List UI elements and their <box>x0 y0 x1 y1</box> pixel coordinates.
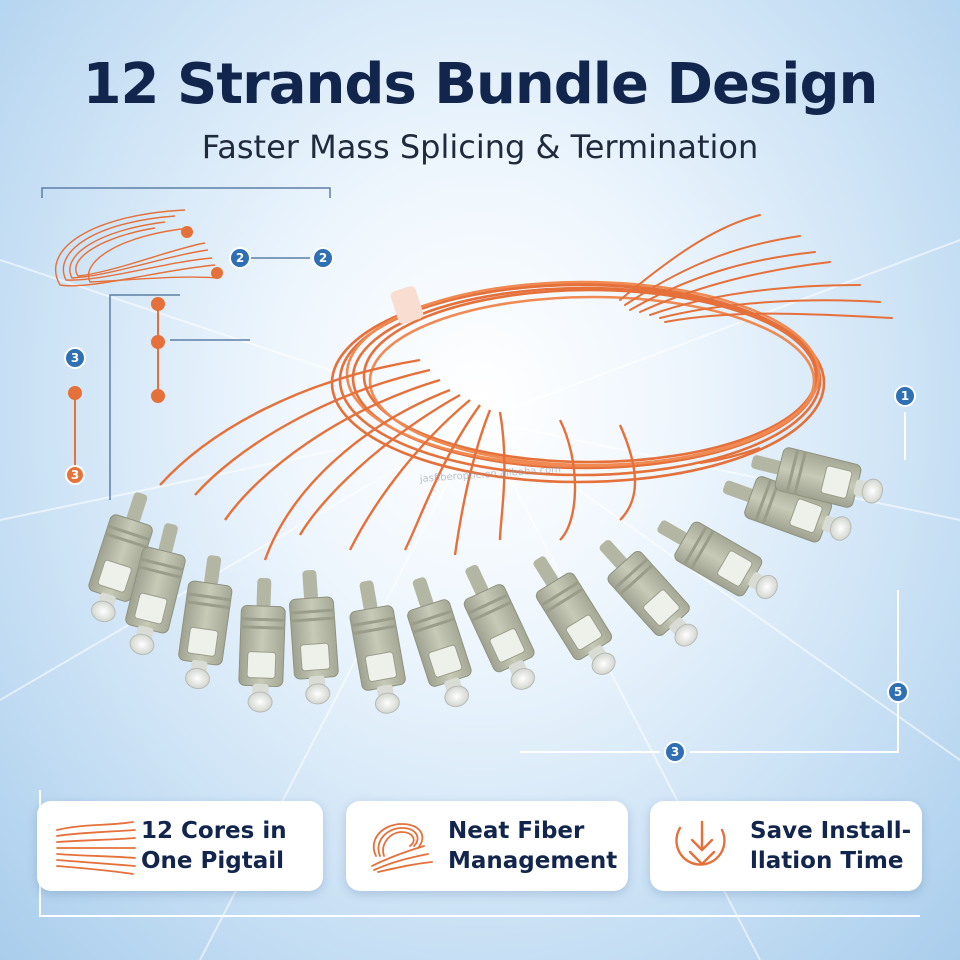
svg-text:3: 3 <box>671 745 679 759</box>
right-schematic-lines <box>520 412 906 753</box>
connector-7 <box>396 571 482 714</box>
fiber-leads <box>159 358 761 561</box>
marker-3a: 3 <box>64 347 86 369</box>
svg-text:3: 3 <box>71 468 79 482</box>
marker-2a: 2 <box>229 247 251 269</box>
sc-connectors <box>78 439 888 718</box>
feature-label-management: Neat Fiber Management <box>448 818 618 874</box>
marker-3c: 3 <box>664 741 686 763</box>
fiber-strands-icon <box>56 821 136 875</box>
connector-3 <box>173 552 238 692</box>
svg-text:1: 1 <box>901 389 909 403</box>
connector-6 <box>343 576 412 718</box>
marker-2b: 2 <box>312 247 334 269</box>
feature-card-management: Neat Fiber Management <box>346 801 628 891</box>
download-clock-icon <box>675 820 726 866</box>
feature-label-cores: 12 Cores in One Pigtail <box>141 818 287 874</box>
marker-5: 5 <box>887 681 909 703</box>
connector-5 <box>286 568 341 706</box>
schematic-fiber-sketch <box>54 209 219 287</box>
page-title: 12 Strands Bundle Design <box>82 52 879 117</box>
bundle-tie-tag <box>390 286 424 324</box>
page-subtitle: Faster Mass Splicing & Termination <box>201 128 759 166</box>
svg-text:5: 5 <box>894 685 902 699</box>
svg-text:2: 2 <box>236 251 244 265</box>
coiled-fiber-icon <box>371 823 433 873</box>
connector-9 <box>518 546 629 685</box>
marker-1: 1 <box>894 385 916 407</box>
callout-markers: 2 2 3 3 1 5 3 <box>64 247 916 763</box>
marker-3b: 3 <box>65 465 85 485</box>
svg-text:2: 2 <box>319 251 327 265</box>
feature-card-time: Save Install- llation Time <box>650 801 922 891</box>
connector-4 <box>237 576 287 714</box>
feature-card-cores: 12 Cores in One Pigtail <box>37 801 323 891</box>
schematic-orange-dots <box>68 226 223 470</box>
feature-label-time: Save Install- llation Time <box>750 818 912 874</box>
fiber-loose-ends <box>619 214 893 323</box>
svg-text:3: 3 <box>71 351 79 365</box>
